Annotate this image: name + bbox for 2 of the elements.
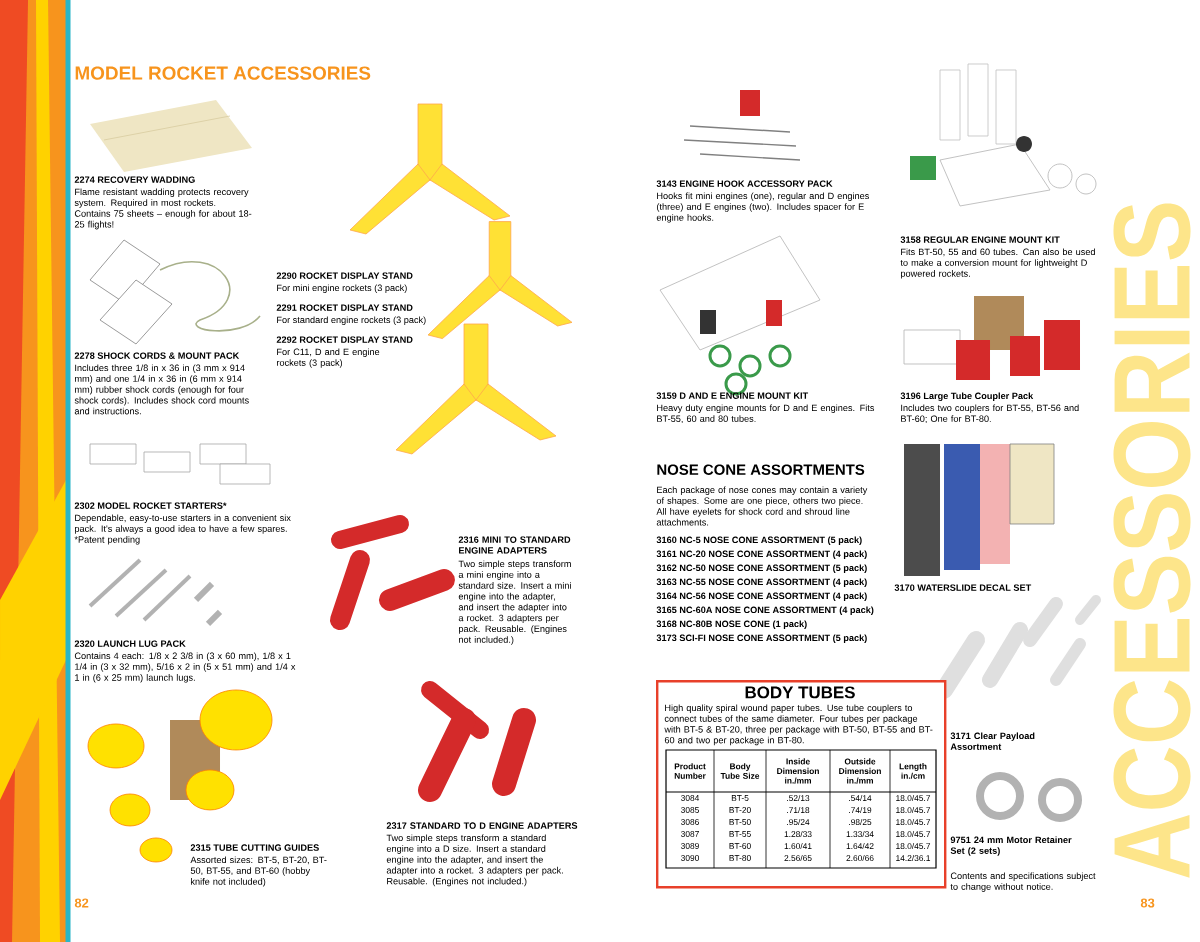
section-title: ACCESSORIES <box>1113 203 1191 878</box>
page-title: MODEL ROCKET ACCESSORIES <box>75 66 371 80</box>
